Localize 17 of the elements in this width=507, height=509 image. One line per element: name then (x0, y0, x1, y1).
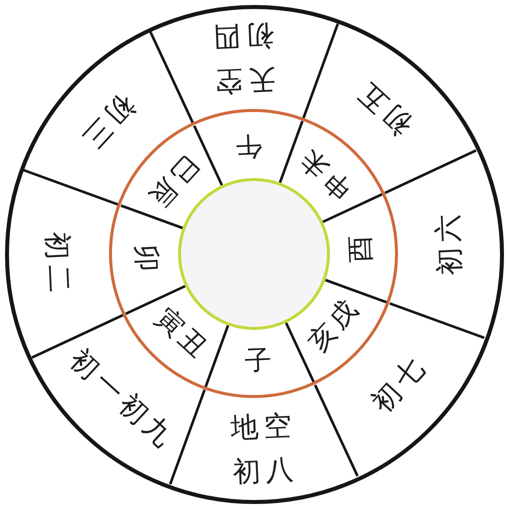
inner-sector-label: 申未 (294, 142, 359, 206)
outer-sector-label: 初五 (350, 74, 420, 144)
inner-sector-label: 寅丑 (148, 302, 213, 364)
inner-sector-label: 卯 (131, 243, 160, 276)
outer-sector-label: 地空 (228, 412, 298, 443)
outer-sector-label: 初二 (42, 230, 74, 298)
outer-sector-label: 初八 (230, 456, 300, 487)
inner-sector-label: 巳辰 (142, 148, 206, 213)
outer-sector-label: 初四 (208, 20, 276, 52)
inner-sector-label: 子 (243, 347, 276, 376)
inner-sector-label: 亥戌 (302, 294, 364, 359)
outer-sector-label: 天空 (210, 64, 278, 96)
outer-sector-label: 初六 (434, 208, 465, 278)
inner-sector-label: 酉 (347, 232, 376, 265)
outer-sector-label: 初三 (74, 86, 144, 157)
inner-sector-label: 午 (232, 131, 264, 160)
outer-sector-label: 初七 (364, 350, 432, 422)
